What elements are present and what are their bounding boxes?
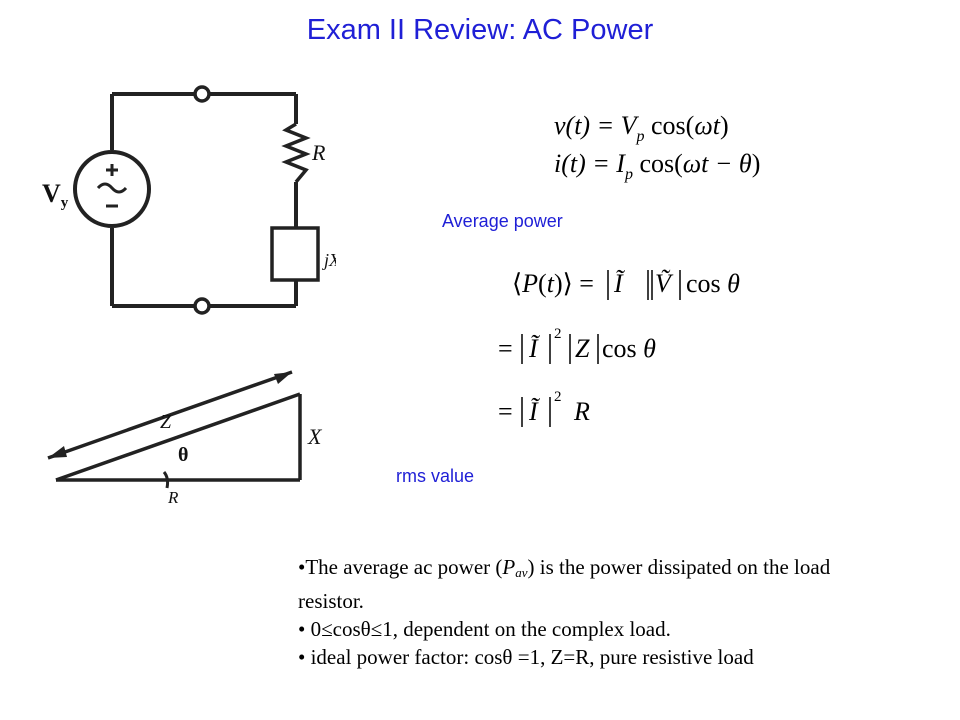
power-equations: ⟨P(t)⟩ = Ĩ Ṽ cos θ = Ĩ 2 Z cos θ = Ĩ 2 R <box>498 269 740 427</box>
circuit-diagram: Vy R jX <box>42 85 336 315</box>
svg-text:cos θ: cos θ <box>686 269 740 298</box>
svg-text:2: 2 <box>554 326 562 342</box>
svg-text:Ĩ: Ĩ <box>613 269 626 298</box>
bullet-item-power-factor: • ideal power factor: cosθ =1, Z=R, pure… <box>298 645 754 669</box>
z-arrow-right-head <box>274 372 292 384</box>
resistor-label: R <box>311 140 326 165</box>
base-r-label: R <box>167 488 179 507</box>
triangle-hypotenuse <box>55 392 301 482</box>
svg-text:Z: Z <box>575 334 590 363</box>
svg-text:Ṽ: Ṽ <box>655 269 674 298</box>
impedance-triangle: Z θ R X <box>47 370 323 507</box>
bullet-list: •The average ac power (Pav) is the power… <box>298 553 898 671</box>
bullet-item-cos-range: • 0≤cosθ≤1, dependent on the complex loa… <box>298 617 671 641</box>
current-equation: i(t) = Ip cos(ωt − θ) <box>554 149 760 183</box>
terminal-bottom <box>193 297 211 315</box>
svg-text:Ĩ: Ĩ <box>528 397 541 426</box>
resistor-symbol <box>281 122 311 184</box>
page-title: Exam II Review: AC Power <box>306 14 654 46</box>
bullet-item-average-power: •The average ac power (Pav) is the power… <box>298 555 831 613</box>
voltage-equation: v(t) = Vp cos(ωt) <box>554 111 729 145</box>
power-equation-1: ⟨P(t)⟩ = Ĩ Ṽ cos θ <box>512 269 740 300</box>
reactance-label: jX <box>322 250 336 270</box>
svg-text:Ĩ: Ĩ <box>528 334 541 363</box>
power-equation-3: = Ĩ 2 R <box>498 389 590 427</box>
z-arrow-left-head <box>48 446 67 458</box>
rms-value-label: rms value <box>396 466 475 486</box>
theta-label: θ <box>178 444 188 466</box>
height-x-label: X <box>307 424 323 449</box>
svg-text:=: = <box>498 397 513 426</box>
voltage-current-equations: v(t) = Vp cos(ωt) i(t) = Ip cos(ωt − θ) <box>554 111 760 183</box>
power-equation-2: = Ĩ 2 Z cos θ <box>498 326 656 364</box>
average-power-label: Average power <box>442 211 563 231</box>
svg-text:cos θ: cos θ <box>602 334 656 363</box>
terminal-top <box>193 85 211 103</box>
reactance-box <box>270 226 320 282</box>
source-label: Vy <box>42 179 69 211</box>
svg-text:=: = <box>498 334 513 363</box>
svg-text:⟨P(t)⟩ =: ⟨P(t)⟩ = <box>512 269 594 298</box>
z-label: Z <box>160 411 172 433</box>
z-arrow-shaft <box>47 370 293 460</box>
source-symbol <box>96 164 128 208</box>
svg-text:2: 2 <box>554 389 562 405</box>
svg-text:R: R <box>573 397 590 426</box>
angle-arc <box>162 471 170 489</box>
voltage-source-circle <box>73 150 151 228</box>
